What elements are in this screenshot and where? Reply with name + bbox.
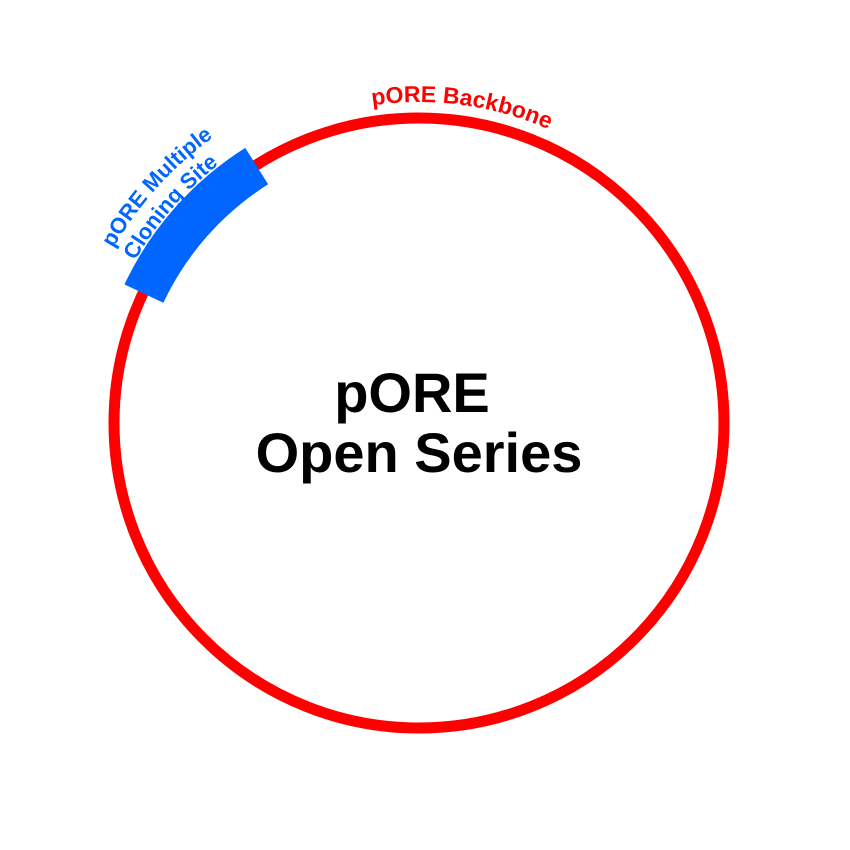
multiple-cloning-site-segment[interactable] bbox=[124, 147, 269, 304]
plasmid-title-line1: pORE bbox=[334, 361, 490, 424]
plasmid-title-line2: Open Series bbox=[256, 421, 583, 484]
backbone-ring bbox=[108, 112, 730, 734]
